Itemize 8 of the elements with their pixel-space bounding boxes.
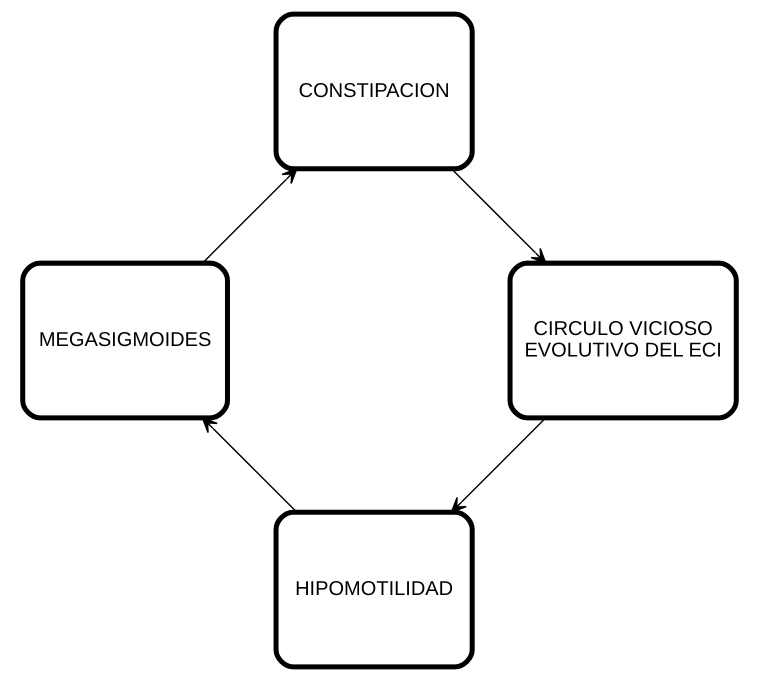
node-box: HIPOMOTILIDAD <box>274 510 475 670</box>
arrow <box>202 168 298 264</box>
node-box: MEGASIGMOIDES <box>20 260 230 420</box>
arrow <box>451 168 546 264</box>
node-box: CONSTIPACION <box>274 12 475 172</box>
node-box: CIRCULO VICIOSO EVOLUTIVO DEL ECI <box>508 260 739 420</box>
arrow <box>202 417 298 513</box>
arrow <box>450 417 546 513</box>
